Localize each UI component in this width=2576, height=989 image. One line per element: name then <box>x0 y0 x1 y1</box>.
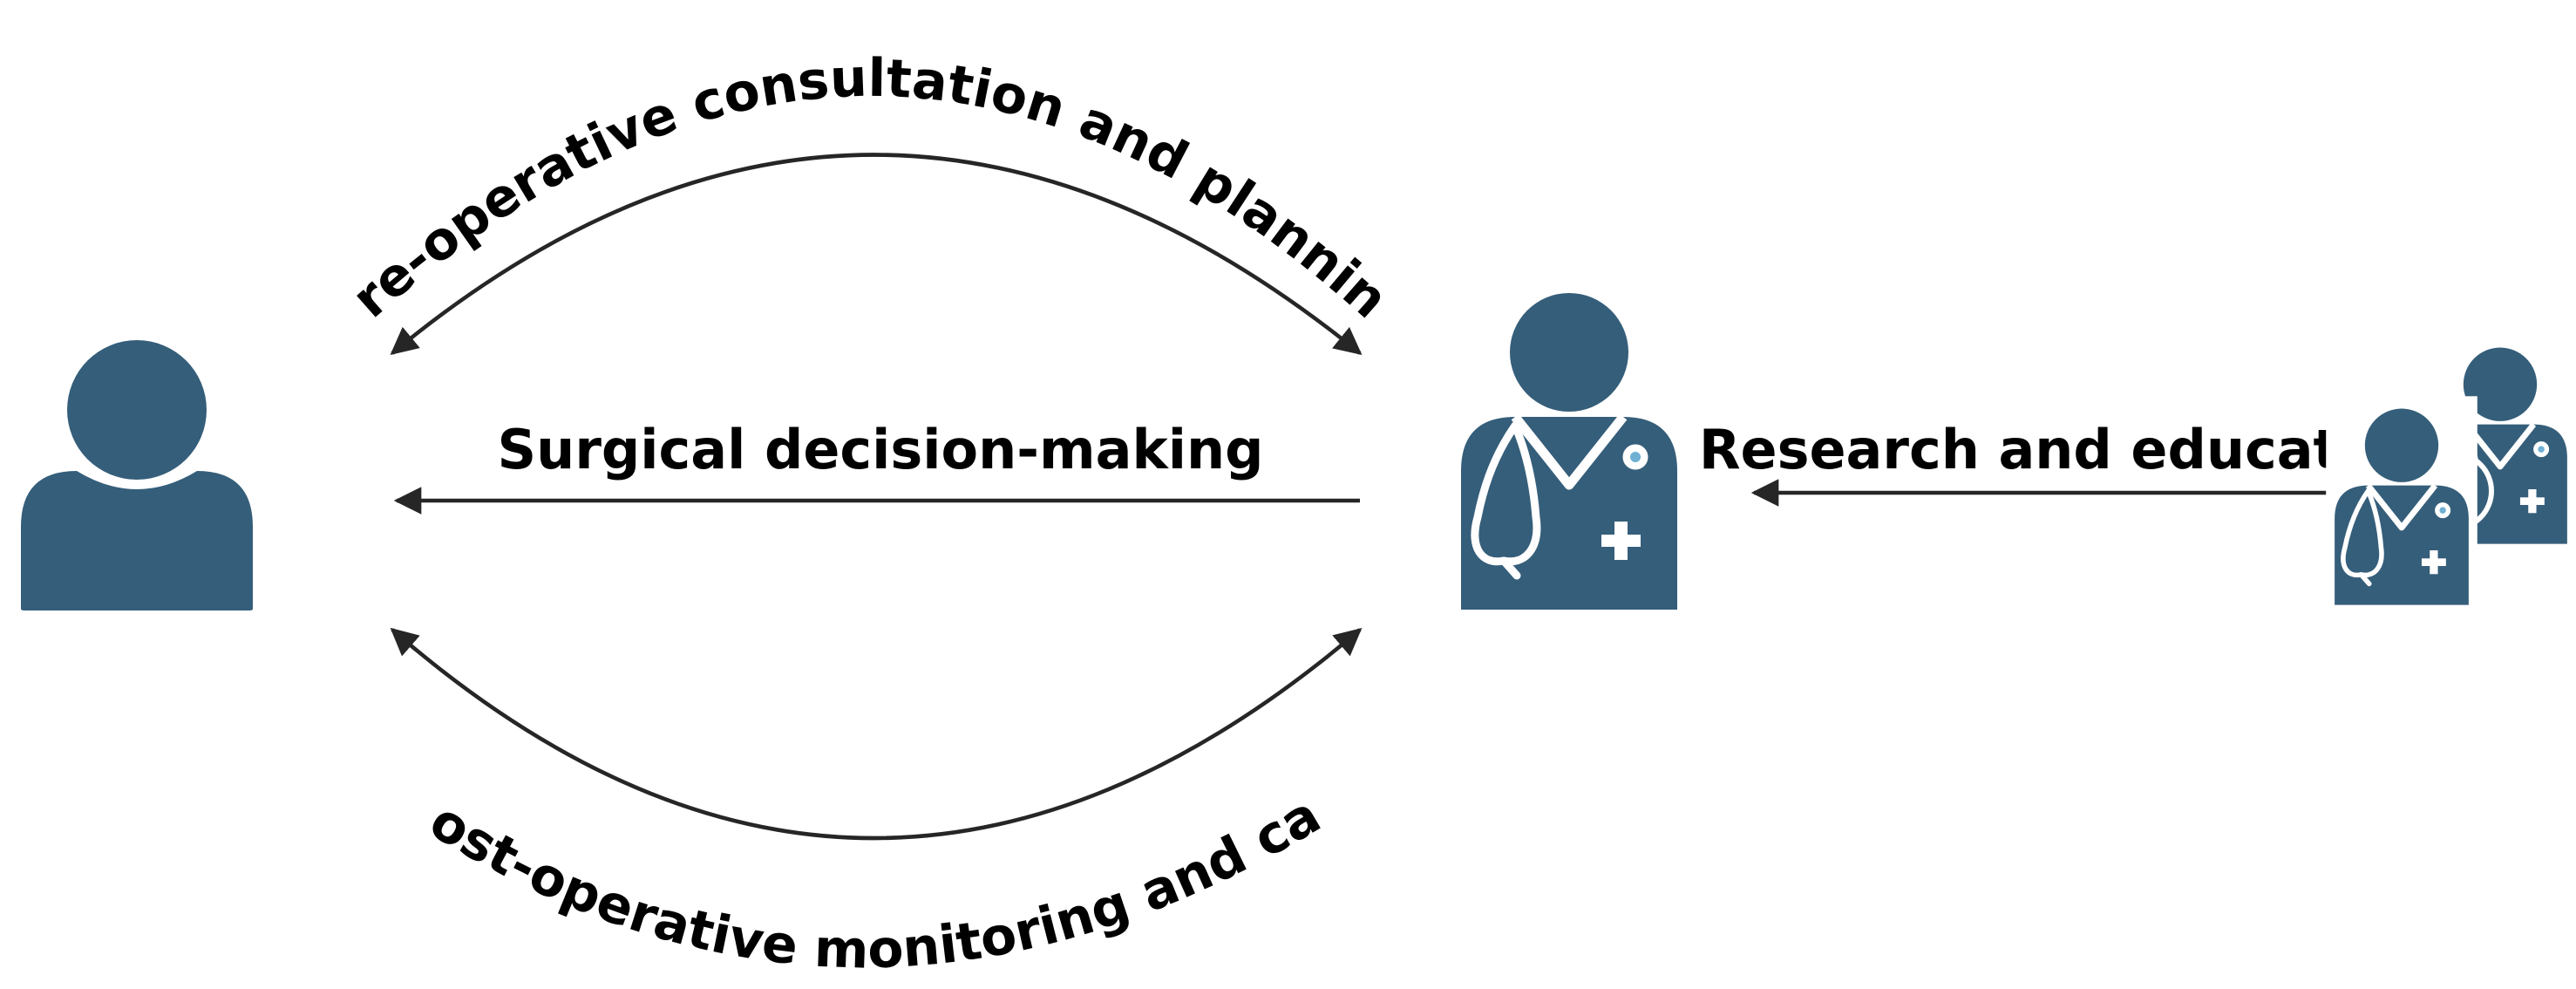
person-icon <box>21 340 253 610</box>
post-operative-arrow <box>390 627 1363 841</box>
pre-operative-arrow <box>390 153 1363 356</box>
research-label: Research and education <box>1699 418 2433 481</box>
pre-operative-label: Pre-operative consultation and planning <box>0 0 1399 331</box>
doctor-icon <box>1461 293 1677 610</box>
doctor-group-icon <box>2326 348 2567 613</box>
surgical-decision-label: Surgical decision-making <box>498 418 1264 481</box>
